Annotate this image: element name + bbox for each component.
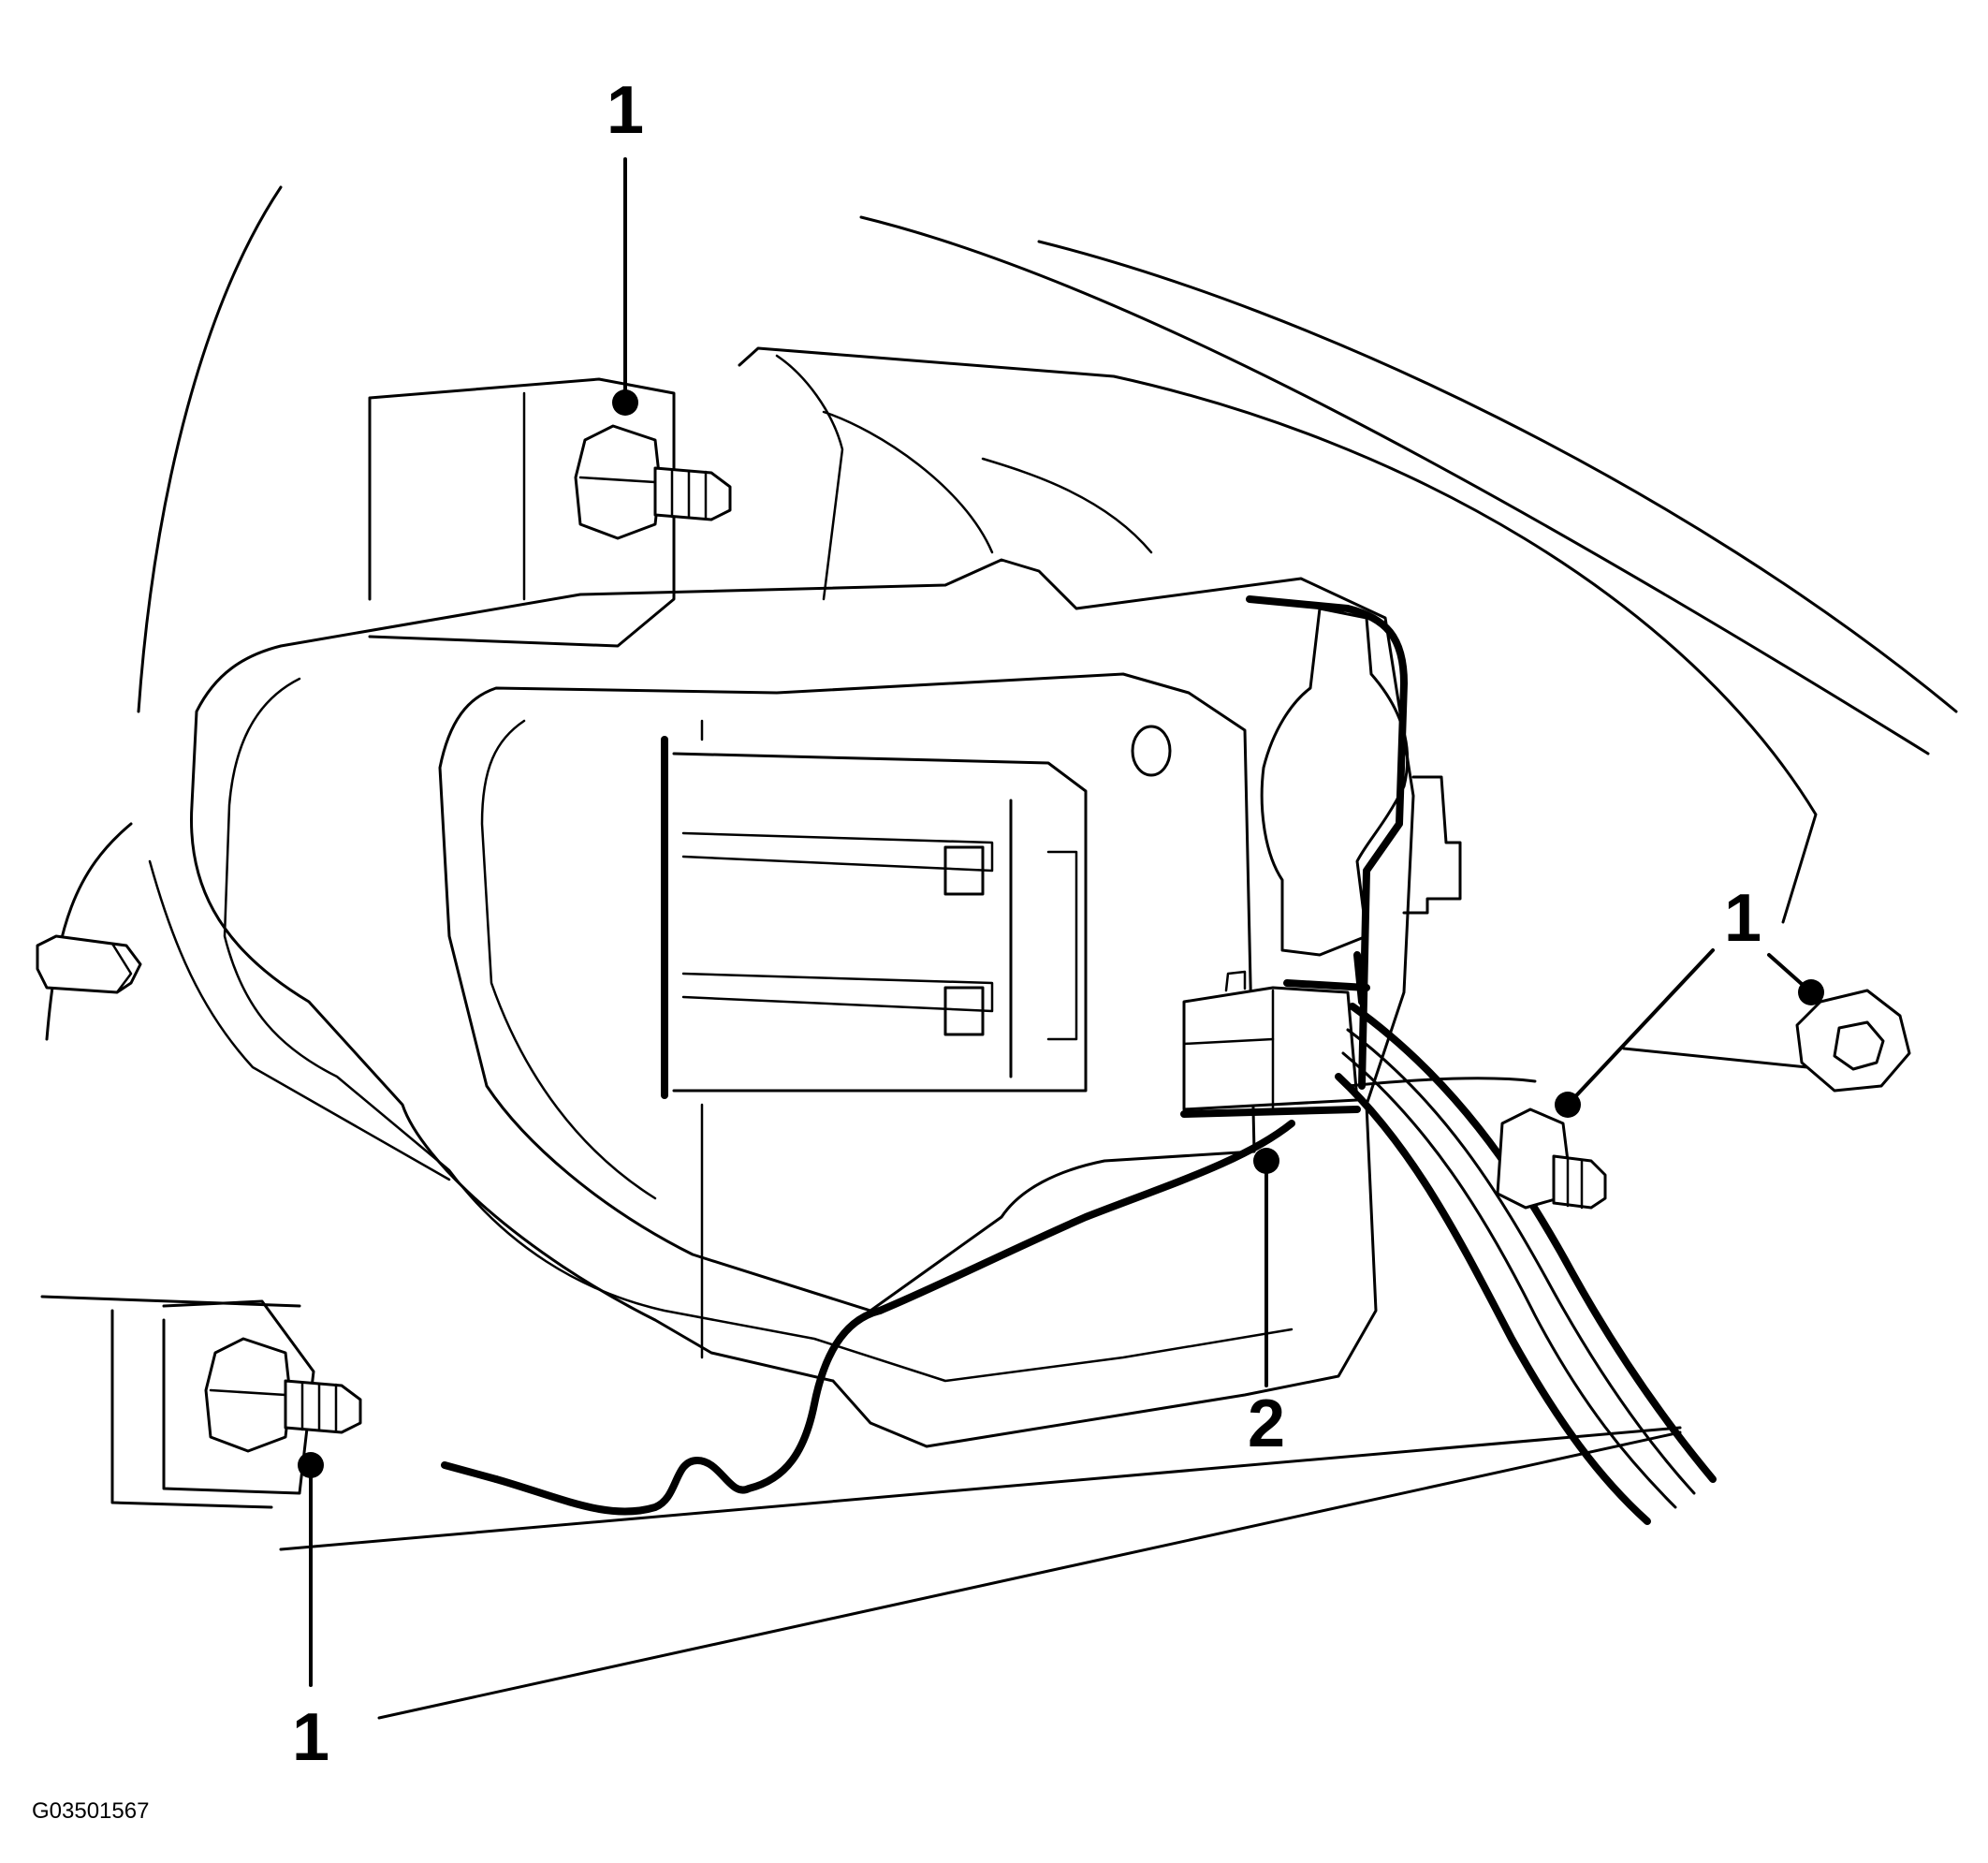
vehicle-body-outline bbox=[40, 185, 1958, 1720]
callout-1-bottom-left: 1 bbox=[292, 1700, 329, 1775]
stud-right bbox=[1496, 1108, 1607, 1210]
callout-1-right: 1 bbox=[1724, 881, 1761, 956]
stud-top-left bbox=[574, 424, 732, 540]
module-housing bbox=[148, 354, 1415, 1448]
locating-pin-left bbox=[36, 934, 142, 994]
nut-right bbox=[1795, 989, 1911, 1093]
figure-id: G03501567 bbox=[32, 1798, 149, 1824]
cover-clip bbox=[1246, 595, 1462, 1090]
callout-leaders bbox=[298, 157, 1824, 1687]
mounting-bracket-upper bbox=[368, 377, 676, 648]
slotted-mount-block bbox=[661, 719, 1088, 1359]
electrical-connector bbox=[1180, 970, 1370, 1118]
wiring-harness bbox=[441, 951, 1717, 1525]
stud-bottom-left bbox=[204, 1337, 362, 1453]
callout-1-top-left: 1 bbox=[607, 73, 644, 148]
housing-boss bbox=[1131, 725, 1172, 777]
mounting-bracket-lower bbox=[162, 1299, 315, 1495]
callout-2-connector: 2 bbox=[1248, 1386, 1285, 1461]
inner-tray-panel bbox=[438, 672, 1256, 1313]
